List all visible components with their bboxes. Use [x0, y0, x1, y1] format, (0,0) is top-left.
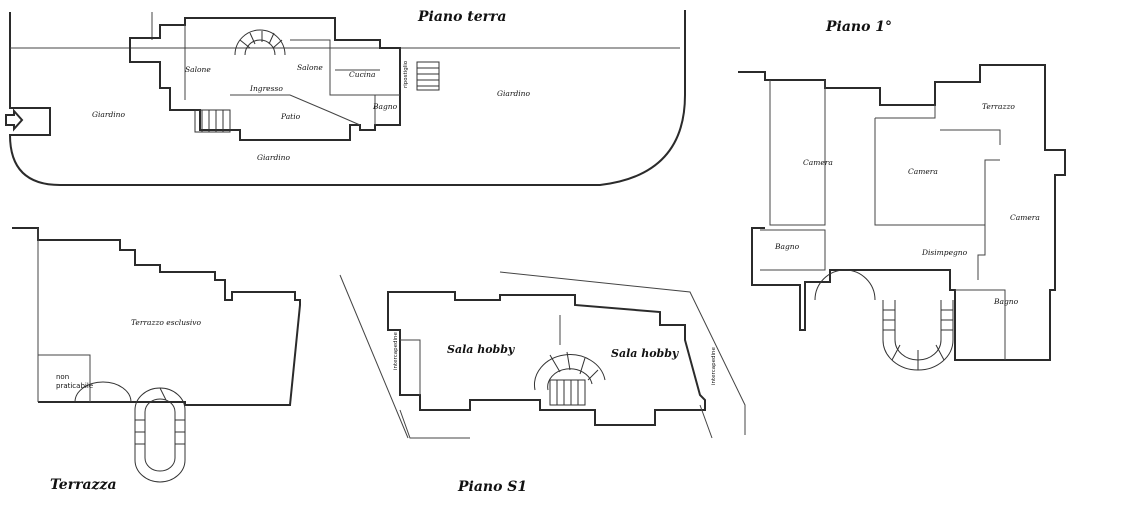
terrace-non-praticabile-box — [38, 354, 91, 402]
room-salone-left: Salone — [185, 65, 211, 74]
basement-wall — [400, 339, 421, 395]
room-camera-center: Camera — [908, 167, 938, 176]
room-disimpegno: Disimpegno — [921, 248, 968, 257]
ground-floor-title: Piano terra — [417, 9, 507, 25]
first-arch — [814, 269, 876, 301]
room-intercapedine-left: intercapedine — [393, 332, 399, 370]
room-intercapedine-right: intercapedine — [711, 347, 717, 385]
first-wall — [940, 129, 1001, 145]
first-spiral-stair — [882, 300, 954, 371]
basement-spiral-stair — [534, 351, 606, 406]
terrace-plan: Terrazza Terrazzo esclusivo non praticab… — [12, 227, 301, 493]
basement-wall — [399, 404, 713, 439]
room-sala-hobby-left: Sala hobby — [447, 343, 516, 356]
room-terrazzo-esclusivo: Terrazzo esclusivo — [131, 318, 202, 327]
first-floor-plan: Piano 1° Camera Camera Camera Terrazzo B… — [738, 19, 1066, 371]
ground-floor-plan: Piano terra Salone Salone Ingresso Cucin… — [5, 9, 686, 186]
first-floor-title: Piano 1° — [825, 19, 892, 35]
first-wall-camera-left — [769, 80, 826, 226]
label-non: non — [56, 373, 69, 381]
first-floor-outline — [738, 64, 1066, 361]
terrace-spiral-stair — [134, 387, 186, 483]
ground-house-outline — [129, 17, 401, 141]
ground-wall — [230, 94, 361, 126]
ground-steps-patio — [194, 109, 231, 133]
ground-steps-right — [416, 61, 440, 91]
basement-outline — [387, 291, 706, 426]
room-giardino-right: Giardino — [497, 89, 530, 98]
ground-wall — [290, 39, 400, 96]
terrace-arch — [74, 381, 132, 403]
entrance-arrow-icon — [5, 108, 24, 132]
room-patio: Patio — [280, 112, 301, 121]
room-giardino-left: Giardino — [92, 110, 125, 119]
room-bagno-left: Bagno — [774, 242, 800, 251]
room-salone-right: Salone — [297, 63, 323, 72]
garden-boundary — [8, 10, 686, 186]
room-bagno-right: Bagno — [993, 297, 1019, 306]
basement-plan: Piano S1 Sala hobby Sala hobby intercape… — [339, 271, 746, 495]
room-terrazzo: Terrazzo — [982, 102, 1015, 111]
label-praticabile: praticabile — [56, 382, 93, 390]
basement-diagonal-right — [499, 271, 746, 435]
first-wall-bagno-right — [955, 289, 1006, 360]
first-wall-bagno-left — [760, 229, 826, 271]
basement-title: Piano S1 — [457, 479, 527, 495]
basement-diagonal-left — [339, 274, 409, 439]
room-camera-right: Camera — [1010, 213, 1040, 222]
first-wall — [977, 225, 986, 280]
room-bagno: Bagno — [372, 102, 398, 111]
ground-spiral-stair — [234, 29, 286, 56]
room-ripostiglio: ripostiglio — [403, 60, 409, 88]
room-camera-left: Camera — [803, 158, 833, 167]
room-giardino-bottom: Giardino — [257, 153, 290, 162]
room-ingresso: Ingresso — [249, 84, 283, 93]
room-cucina: Cucina — [349, 70, 375, 79]
first-wall — [875, 105, 936, 119]
terrace-outline — [12, 227, 301, 406]
terrace-title: Terrazza — [50, 477, 117, 493]
room-sala-hobby-right: Sala hobby — [611, 347, 680, 360]
